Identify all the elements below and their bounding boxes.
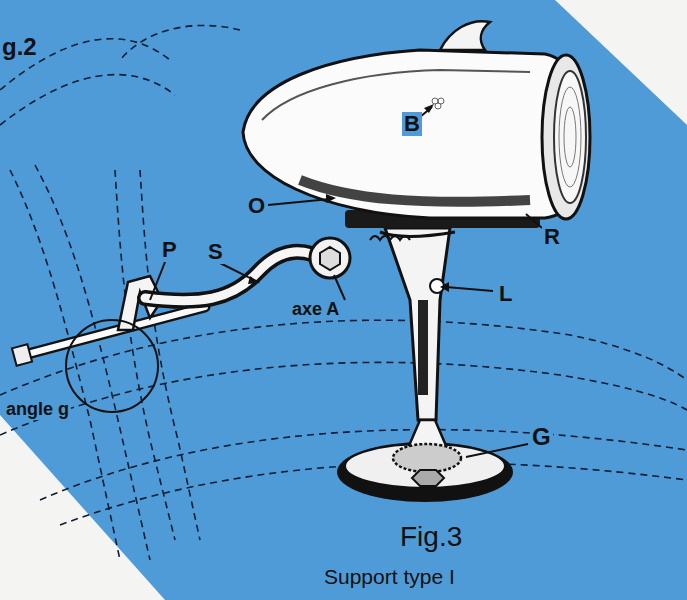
- part-label: S: [206, 240, 225, 264]
- pivot-axle: [310, 238, 350, 278]
- part-label: g.2: [0, 34, 39, 60]
- lamp-support: [370, 228, 455, 420]
- part-label: B: [402, 112, 422, 136]
- lamp-body: [243, 21, 590, 228]
- part-label: L: [497, 282, 514, 306]
- leader-line: [66, 107, 542, 457]
- paper-corner: [0, 415, 165, 600]
- clamp-nut: [337, 420, 513, 502]
- bicycle-outline: [0, 25, 687, 560]
- part-label: P: [160, 238, 179, 262]
- part-label: angle g: [4, 400, 71, 420]
- figure-caption: Support type I: [322, 565, 457, 588]
- part-label: O: [246, 194, 267, 218]
- arrow-head: [248, 104, 449, 292]
- figure-caption: Fig.3: [398, 522, 464, 553]
- part-label: axe A: [290, 300, 341, 320]
- mounting-rod: [12, 307, 205, 366]
- part-label: R: [542, 225, 562, 249]
- part-label: G: [530, 424, 553, 450]
